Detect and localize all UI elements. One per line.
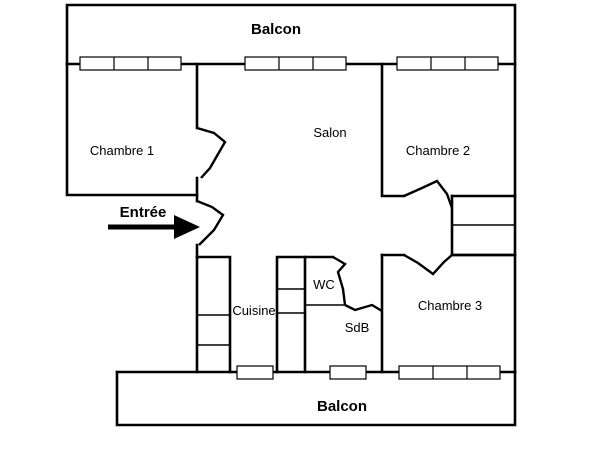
kitchen-right-column <box>275 255 307 374</box>
label-chambre-2: Chambre 2 <box>406 143 470 158</box>
label-wc: WC <box>313 277 335 292</box>
room-chambre-2 <box>380 62 517 209</box>
storage-right <box>450 194 517 257</box>
label-chambre-3: Chambre 3 <box>418 298 482 313</box>
label-sdb: SdB <box>345 320 370 335</box>
label-salon: Salon <box>313 125 346 140</box>
label-balcon-bottom: Balcon <box>317 398 367 415</box>
room-sdb <box>344 303 383 313</box>
balcony-top <box>65 3 517 66</box>
window-cuisine <box>236 365 274 380</box>
window-chambre-3 <box>398 365 501 380</box>
window-salon <box>244 56 347 71</box>
label-entree: Entrée <box>120 204 167 221</box>
balcony-bottom <box>115 370 517 427</box>
window-chambre-2 <box>396 56 499 71</box>
salon-left-wall <box>195 62 227 203</box>
kitchen-storage <box>195 255 232 374</box>
room-wc <box>303 255 347 306</box>
entrance-arrow-icon <box>108 215 200 239</box>
label-chambre-1: Chambre 1 <box>90 143 154 158</box>
label-balcon-top: Balcon <box>251 21 301 38</box>
entrance-door <box>195 199 225 374</box>
room-chambre-3 <box>380 253 517 374</box>
room-chambre-1 <box>65 62 199 197</box>
window-sdb <box>329 365 367 380</box>
window-chambre-1 <box>79 56 182 71</box>
label-cuisine: Cuisine <box>232 303 275 318</box>
